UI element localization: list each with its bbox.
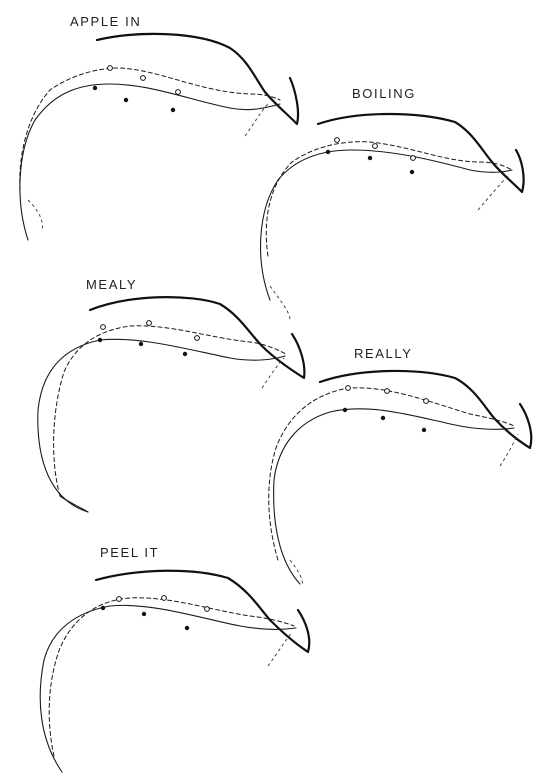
tongue-position-solid [261,150,512,300]
tongue-position-solid [40,605,296,772]
panel-really: REALLY [269,346,532,586]
open-marker [385,389,390,394]
filled-marker [93,86,97,90]
open-marker [108,66,113,71]
root-line [500,434,518,466]
tongue-position-solid [20,84,280,240]
panel-boiling: BOILING [261,86,524,320]
tongue-position-dashed [266,142,512,256]
filled-marker [101,606,105,610]
open-marker [373,144,378,149]
filled-marker [171,108,175,112]
tongue-position-solid [38,339,285,512]
open-marker [205,607,210,612]
filled-marker [343,408,347,412]
filled-marker [98,338,102,342]
filled-marker [326,150,330,154]
open-marker [195,336,200,341]
open-marker [346,386,351,391]
root-line [478,176,508,210]
open-marker [424,399,429,404]
panel-apple-in: APPLE IN [20,14,298,240]
tongue-position-dashed [54,326,286,496]
palate-outline [97,34,298,124]
panel-mealy: MEALY [38,277,305,512]
open-marker [147,321,152,326]
tongue-position-dashed [269,388,514,560]
panel-peel-it: PEEL IT [40,545,309,772]
open-marker [141,76,146,81]
panel-label-boiling: BOILING [352,86,416,101]
open-marker [101,325,106,330]
open-marker [162,596,167,601]
tongue-position-dashed [49,598,294,756]
open-marker [411,156,416,161]
filled-marker [139,342,143,346]
tongue-position-dashed [20,68,280,190]
filled-marker [124,98,128,102]
palate-outline [318,114,524,192]
panel-label-apple-in: APPLE IN [70,14,141,29]
filled-marker [183,352,187,356]
open-marker [335,138,340,143]
palate-outline [96,571,309,652]
filled-marker [422,428,426,432]
panel-label-really: REALLY [354,346,413,361]
open-marker [117,597,122,602]
panel-label-mealy: MEALY [86,277,137,292]
filled-marker [410,170,414,174]
filled-marker [368,156,372,160]
tongue-position-solid [274,409,514,584]
open-marker [176,90,181,95]
root-line [270,286,290,320]
panel-label-peel-it: PEEL IT [100,545,159,560]
root-line [28,200,42,230]
filled-marker [381,416,385,420]
filled-marker [185,626,189,630]
tongue-tip-curl [60,496,88,512]
filled-marker [142,612,146,616]
